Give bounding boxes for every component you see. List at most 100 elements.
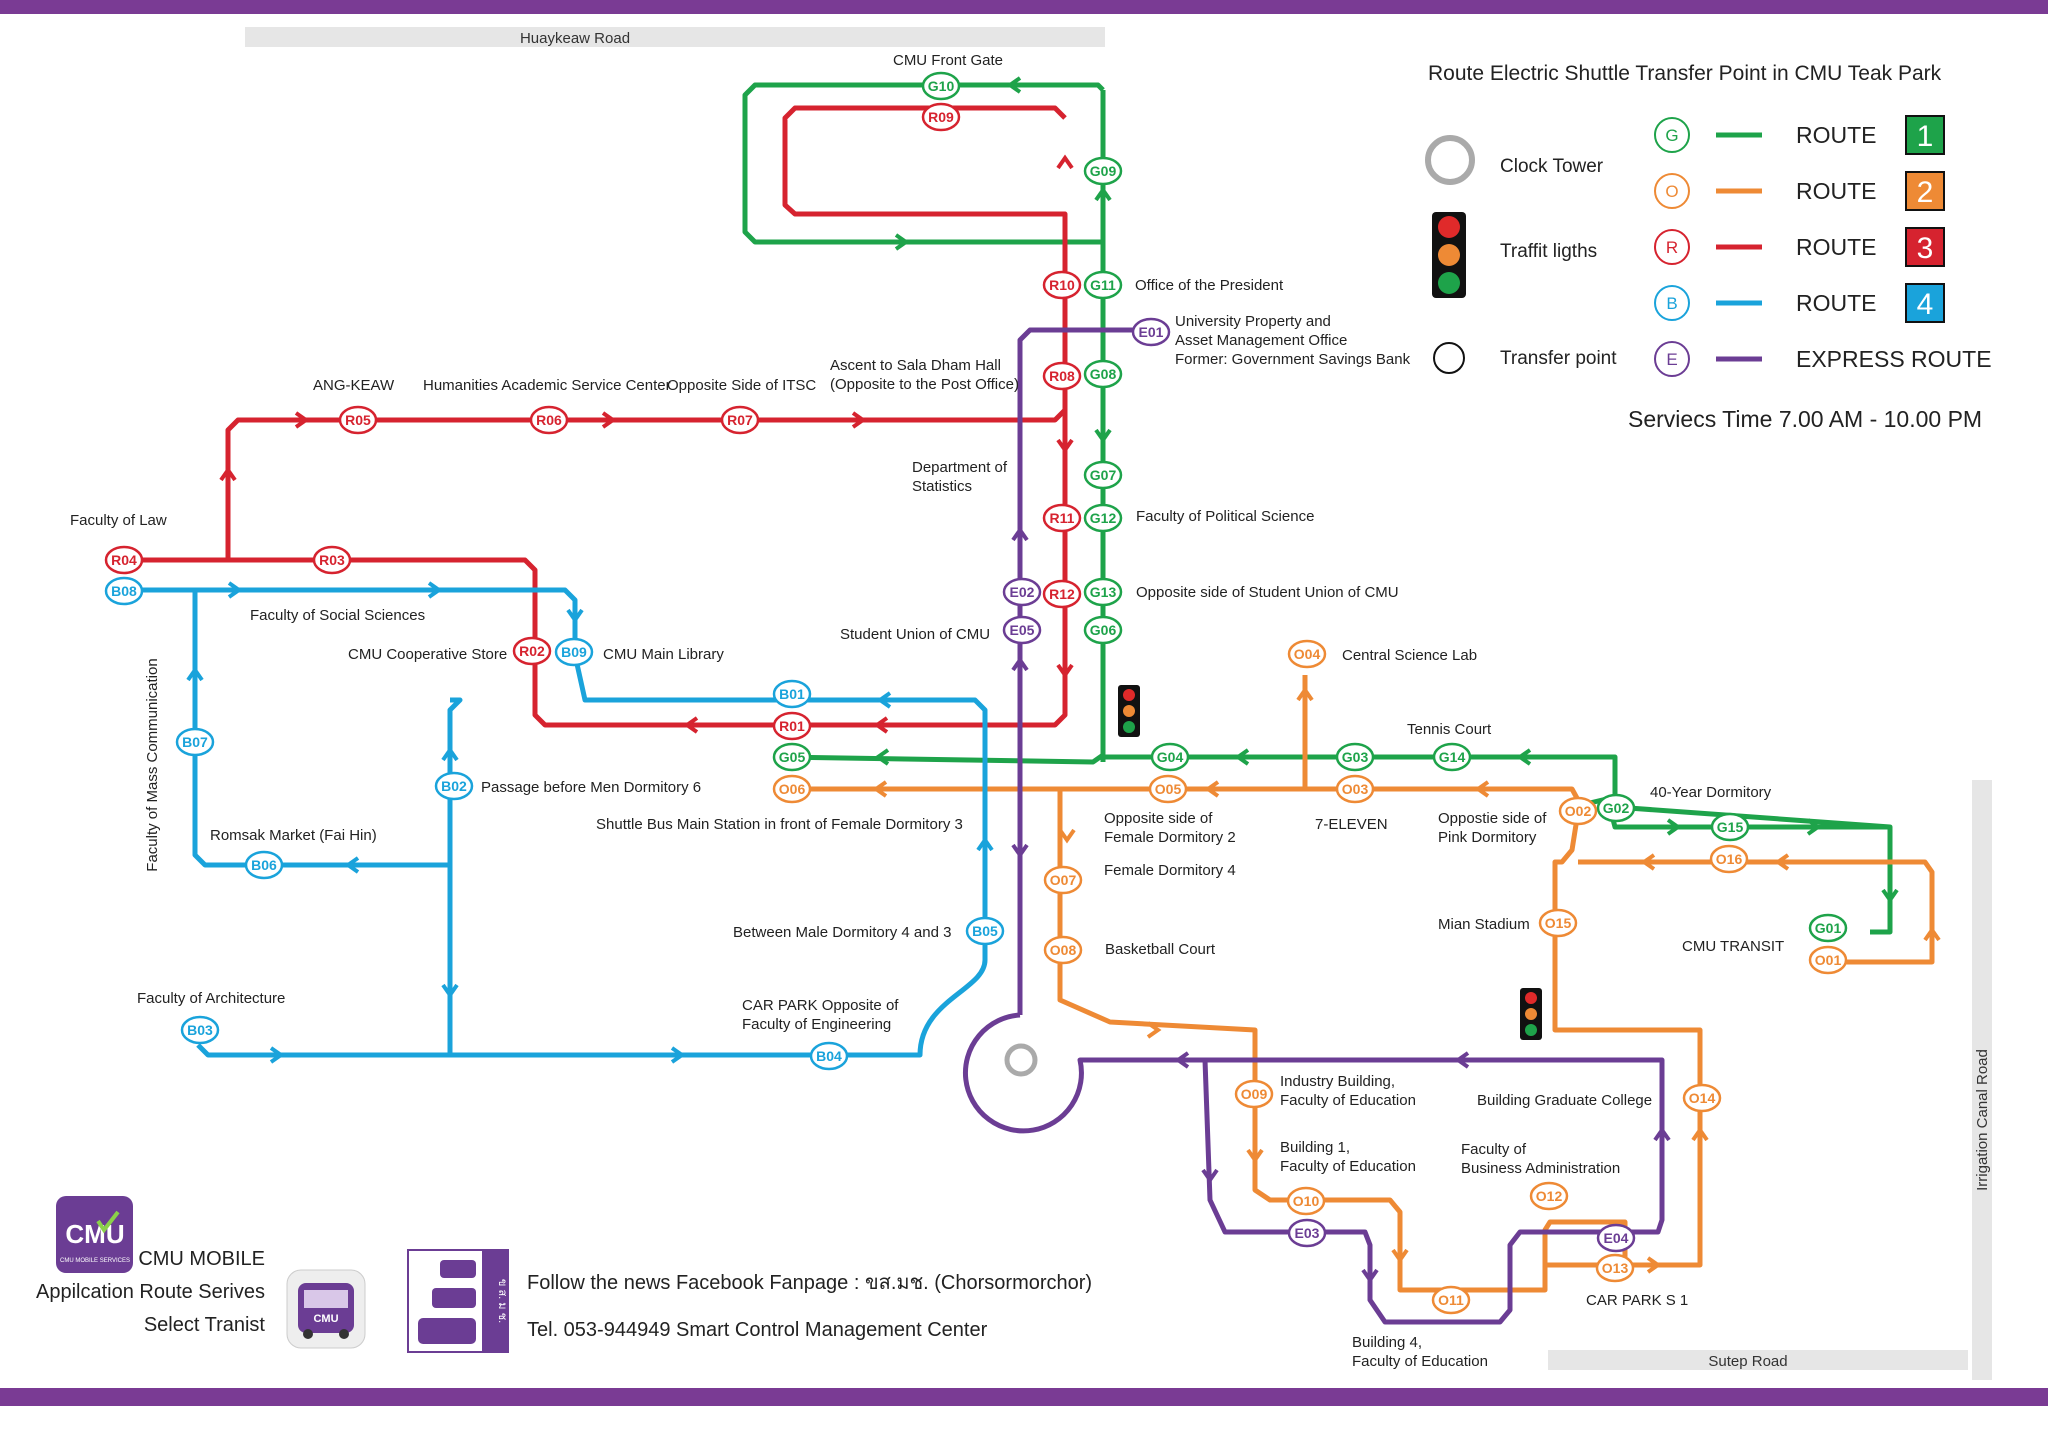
stop-label: B03 [187,1022,213,1038]
stop-r01[interactable]: R01 [772,711,812,741]
place-label: CMU Front Gate [893,52,1003,69]
stop-label: R12 [1049,586,1075,602]
stop-r10[interactable]: R10 [1042,270,1082,300]
stop-r04[interactable]: R04 [104,545,144,575]
stop-label: O07 [1050,872,1077,888]
place-label: Faculty of Mass Communication [144,658,161,871]
stop-e05[interactable]: E05 [1002,615,1042,645]
stop-o08[interactable]: O08 [1043,935,1083,965]
stop-label: O16 [1716,851,1743,867]
cmu-mobile-logo: CMU CMU MOBILE SERVICES [56,1196,133,1273]
badge-letters: ข ส. ม ช. [496,1279,508,1323]
place-label: University Property and [1175,313,1331,330]
place-label: Humanities Academic Service Center [423,377,671,394]
stop-b06[interactable]: B06 [244,850,284,880]
stop-b01[interactable]: B01 [772,679,812,709]
stop-r02[interactable]: R02 [512,636,552,666]
stop-b08[interactable]: B08 [104,576,144,606]
stop-label: O05 [1155,781,1182,797]
stop-b05[interactable]: B05 [965,916,1005,946]
stop-label: E05 [1010,622,1035,638]
stop-o06[interactable]: O06 [772,774,812,804]
stop-r08[interactable]: R08 [1042,361,1082,391]
stop-e04[interactable]: E04 [1596,1223,1636,1253]
stop-label: B02 [441,778,467,794]
legend-route-label: ROUTE [1796,234,1877,260]
stop-r07[interactable]: R07 [720,405,760,435]
stop-o07[interactable]: O07 [1043,865,1083,895]
stop-label: O06 [779,781,806,797]
place-label: Office of the President [1135,277,1284,294]
traffic-light-icon [1520,988,1542,1040]
stop-o13[interactable]: O13 [1595,1253,1635,1283]
bus-icon [418,1260,476,1344]
stop-g04[interactable]: G04 [1150,742,1190,772]
stop-label: R05 [345,412,371,428]
stop-label: R07 [727,412,753,428]
stop-g12[interactable]: G12 [1083,503,1123,533]
stop-r09[interactable]: R09 [921,102,961,132]
select-transit-app-icon[interactable]: CMU [286,1269,366,1349]
place-label: Faculty of Education [1352,1353,1488,1370]
stop-g15[interactable]: G15 [1710,812,1750,842]
stop-o02[interactable]: O02 [1558,796,1598,826]
stop-label: O15 [1545,915,1572,931]
place-label: 40-Year Dormitory [1650,784,1772,801]
place-label: Department of [912,459,1008,476]
stop-g06[interactable]: G06 [1083,615,1123,645]
place-label: Basketball Court [1105,941,1216,958]
stop-r03[interactable]: R03 [312,545,352,575]
stop-o12[interactable]: O12 [1529,1181,1569,1211]
stop-g13[interactable]: G13 [1083,577,1123,607]
stop-o01[interactable]: O01 [1808,945,1848,975]
place-label: Faculty of Law [70,512,167,529]
stop-o09[interactable]: O09 [1234,1079,1274,1109]
place-label: Passage before Men Dormitory 6 [481,779,701,796]
huaykeaw-road [245,27,1105,47]
footer: CMU CMU MOBILE SERVICES CMU MOBILE Appil… [36,1196,1092,1353]
stop-g03[interactable]: G03 [1335,742,1375,772]
stop-o03[interactable]: O03 [1335,774,1375,804]
stop-o04[interactable]: O04 [1287,639,1327,669]
stop-o11[interactable]: O11 [1431,1285,1471,1315]
stop-b09[interactable]: B09 [554,637,594,667]
stop-g11[interactable]: G11 [1083,270,1123,300]
stop-e01[interactable]: E01 [1131,317,1171,347]
stop-g10[interactable]: G10 [921,71,961,101]
logo-text: CMU [65,1219,124,1249]
stop-label: G13 [1090,584,1117,600]
stop-o05[interactable]: O05 [1148,774,1188,804]
stop-b07[interactable]: B07 [175,727,215,757]
stop-label: G06 [1090,622,1117,638]
stop-o10[interactable]: O10 [1286,1186,1326,1216]
stop-r05[interactable]: R05 [338,405,378,435]
legend-transfer-label: Transfer point [1500,348,1617,369]
service-time: Serviecs Time 7.00 AM - 10.00 PM [1628,406,1982,432]
stop-r06[interactable]: R06 [529,405,569,435]
stop-g14[interactable]: G14 [1432,742,1472,772]
place-label: Shuttle Bus Main Station in front of Fem… [596,816,963,833]
stop-label: G04 [1157,749,1184,765]
stop-g05[interactable]: G05 [772,742,812,772]
stop-b02[interactable]: B02 [434,771,474,801]
place-labels: CMU Front Gate Office of the President U… [70,52,1784,1370]
stop-o15[interactable]: O15 [1538,908,1578,938]
stop-o14[interactable]: O14 [1682,1083,1722,1113]
stop-e02[interactable]: E02 [1002,577,1042,607]
route-number-badge [1905,115,1945,155]
stop-g09[interactable]: G09 [1083,156,1123,186]
stop-b03[interactable]: B03 [180,1015,220,1045]
stop-o16[interactable]: O16 [1709,844,1749,874]
stop-e03[interactable]: E03 [1287,1218,1327,1248]
stop-g08[interactable]: G08 [1083,359,1123,389]
stop-g02[interactable]: G02 [1596,793,1636,823]
stop-label: R02 [519,643,545,659]
stop-r12[interactable]: R12 [1042,579,1082,609]
stop-b04[interactable]: B04 [809,1041,849,1071]
stop-g07[interactable]: G07 [1083,460,1123,490]
stop-label: G08 [1090,366,1117,382]
place-label: Pink Dormitory [1438,829,1537,846]
stop-r11[interactable]: R11 [1042,503,1082,533]
stop-g01[interactable]: G01 [1808,913,1848,943]
